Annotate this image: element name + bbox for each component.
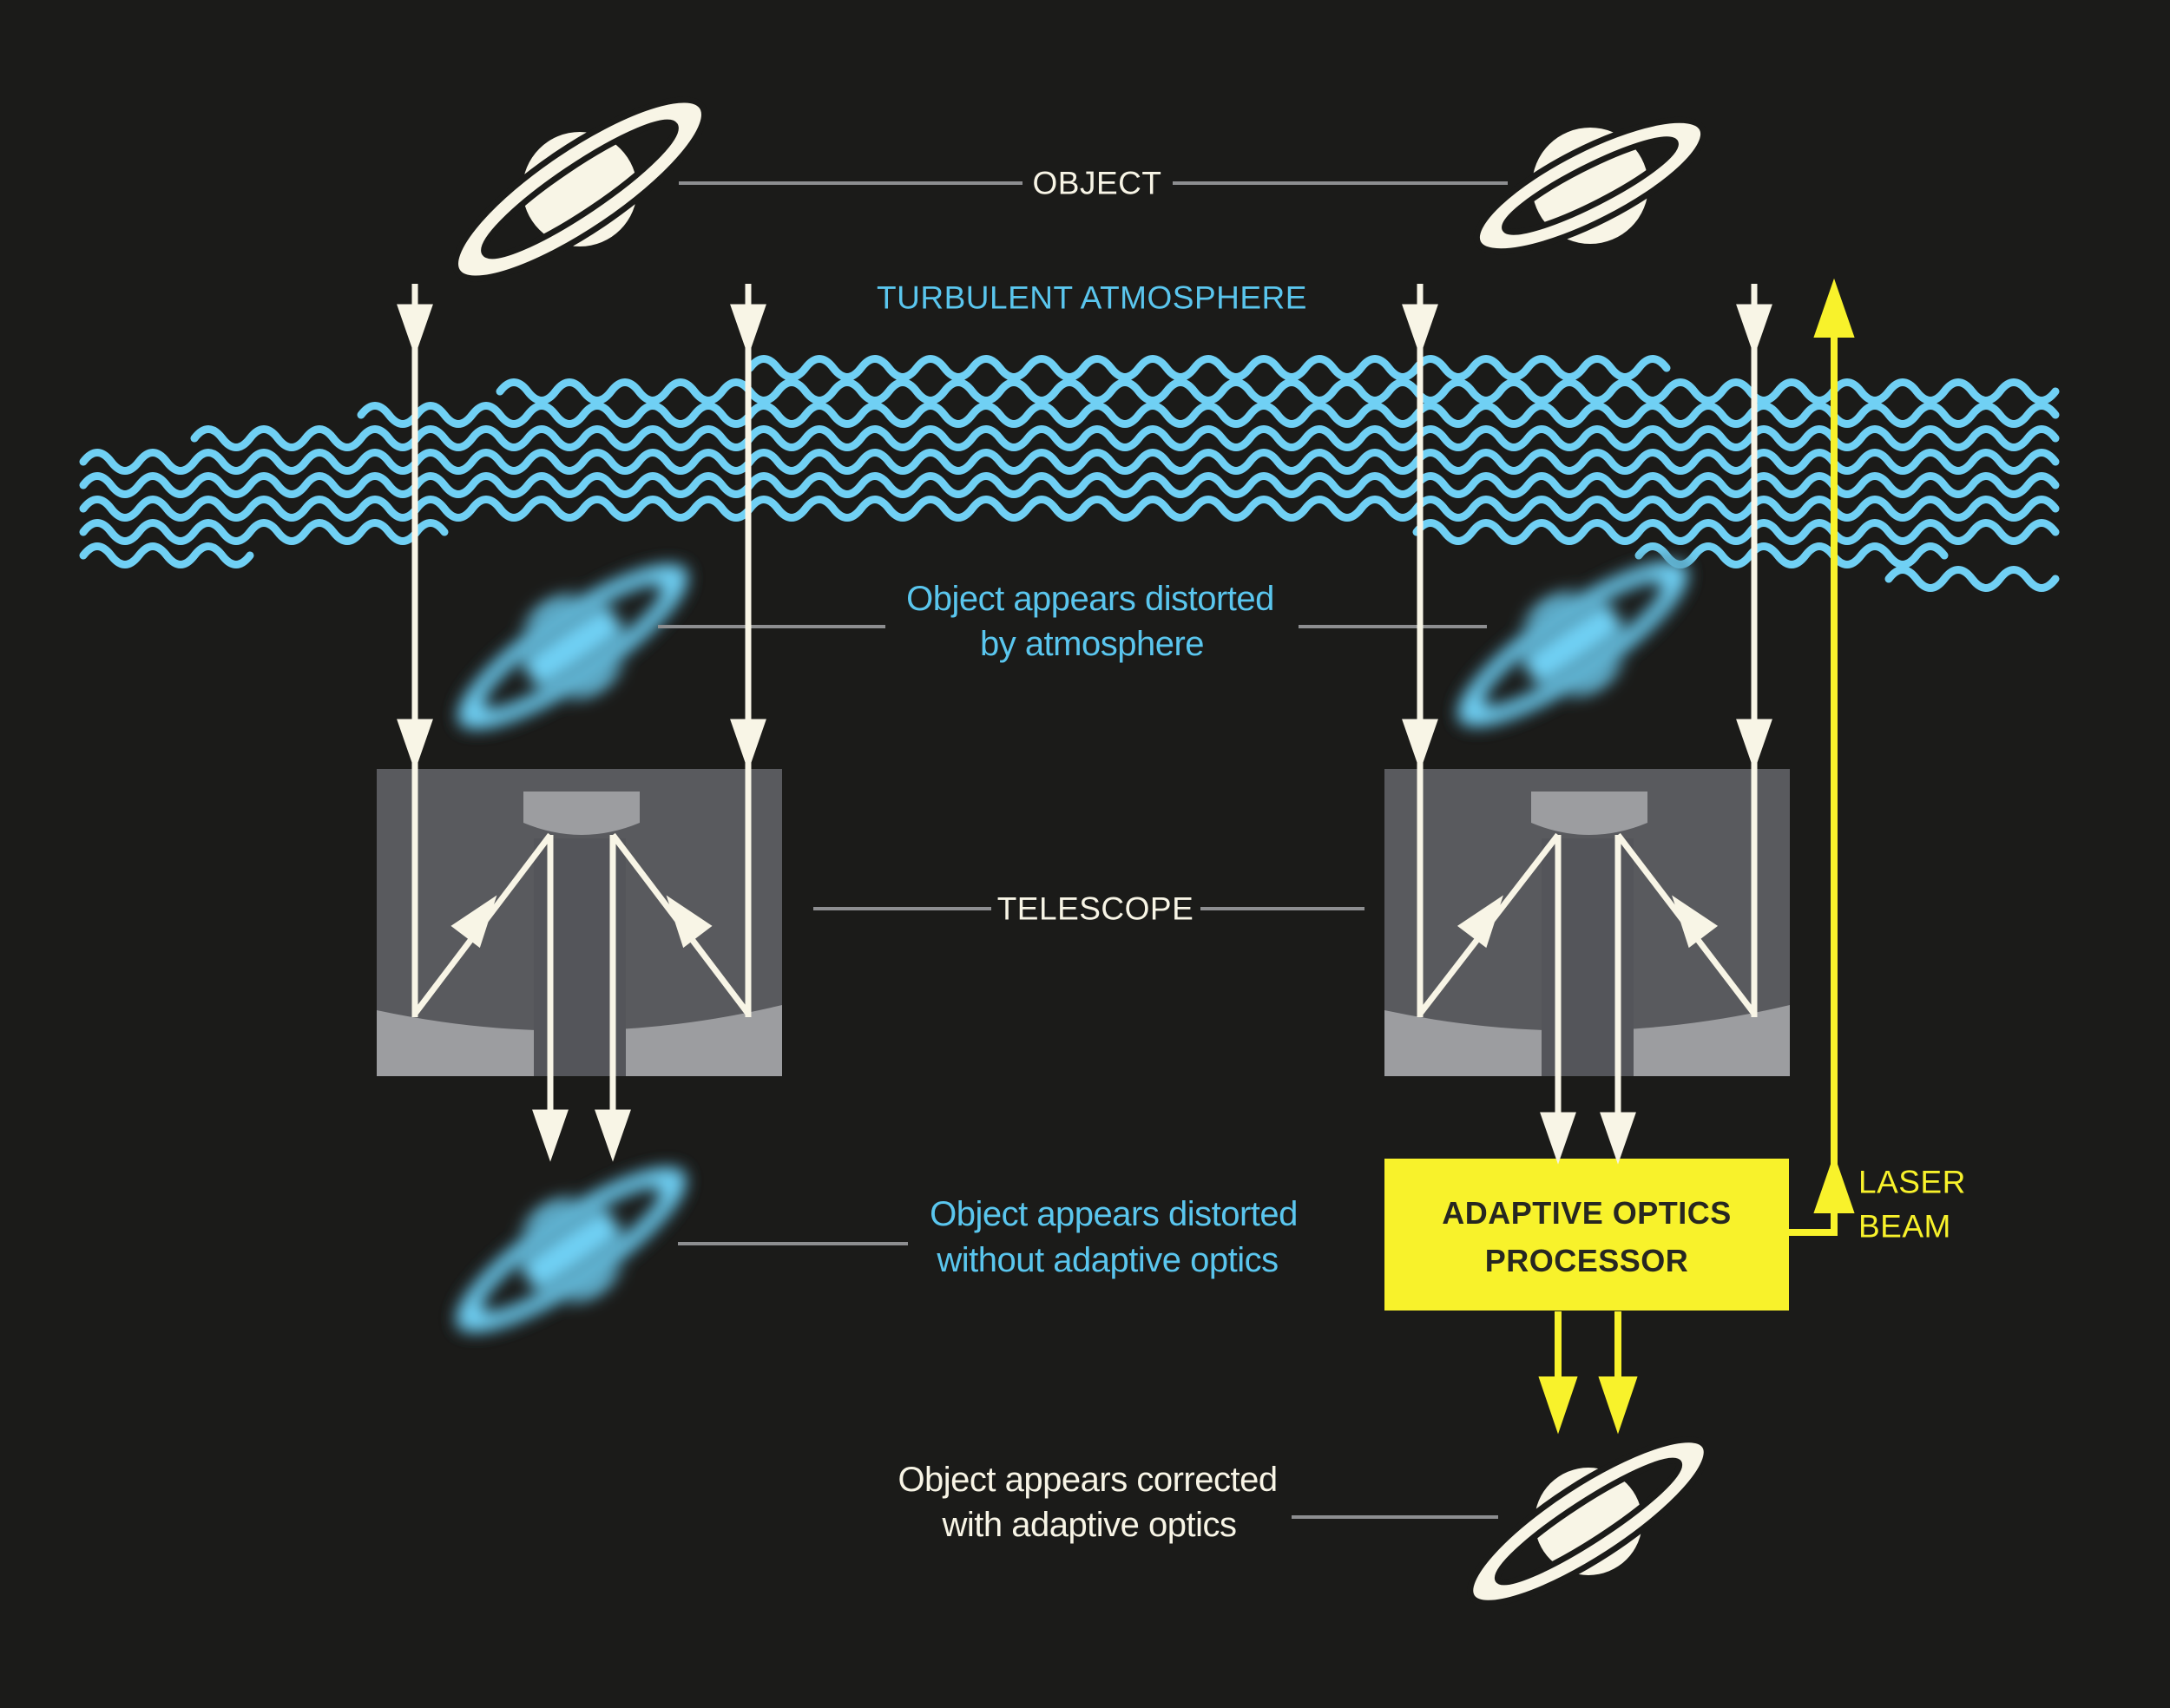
laser-beam-label-line2: BEAM <box>1858 1208 1951 1245</box>
distorted-without-ao-line2: without adaptive optics <box>937 1241 1279 1279</box>
distorted-by-atmosphere-line2: by atmosphere <box>979 625 1205 663</box>
distorted-without-ao-line1: Object appears distorted <box>930 1195 1298 1233</box>
distorted-by-atmosphere-line1: Object appears distorted <box>906 580 1274 618</box>
saturn-icon-top-right <box>1473 116 1707 255</box>
blurred-saturn-icon-left-bottom <box>452 1163 690 1337</box>
telescope-right <box>1384 769 1790 1076</box>
arrowhead <box>1402 719 1438 772</box>
arrowhead <box>1598 1376 1638 1435</box>
arrowhead <box>1538 1376 1578 1435</box>
wave-line <box>79 449 2060 475</box>
secondary-mirror <box>1531 792 1647 835</box>
wave-line <box>1884 566 2060 592</box>
wave-line <box>79 472 2060 498</box>
arrowhead <box>1540 1112 1576 1165</box>
wave-line <box>190 425 2060 451</box>
arrowhead <box>1736 719 1772 772</box>
blurred-saturn-icon-left-mid <box>454 560 692 733</box>
wave-line <box>357 402 2060 428</box>
wave-line <box>79 496 2060 522</box>
turbulent-atmosphere-waves <box>79 355 2060 592</box>
arrowhead <box>532 1109 569 1162</box>
arrowhead <box>1457 895 1503 949</box>
arrowhead <box>1813 1153 1855 1213</box>
arrowhead <box>397 304 433 357</box>
callout-lines <box>658 181 1508 1519</box>
wave-line <box>1634 542 1949 568</box>
arrowhead <box>1600 1112 1636 1165</box>
object-label: OBJECT <box>1032 165 1162 201</box>
arrowhead <box>450 895 497 949</box>
arrowhead <box>730 304 766 357</box>
arrowhead <box>1736 304 1772 357</box>
telescope-left <box>377 769 782 1076</box>
blurred-saturn-icon-right-mid <box>1454 557 1692 731</box>
wave-line <box>79 519 449 545</box>
telescope-label: TELESCOPE <box>996 890 1194 927</box>
arrowhead <box>595 1109 631 1162</box>
ao-processor-label-line2: PROCESSOR <box>1484 1243 1689 1278</box>
wave-line <box>1412 519 2060 545</box>
arrowhead <box>730 719 766 772</box>
secondary-mirror <box>523 792 640 835</box>
wave-line <box>496 378 2060 404</box>
saturn-icon-bottom-corrected <box>1467 1436 1710 1606</box>
arrowhead <box>1813 278 1855 338</box>
arrowhead <box>666 895 713 949</box>
arrowhead <box>1672 895 1719 949</box>
laser-beam-path <box>1789 289 1838 1236</box>
turbulent-atmosphere-label: TURBULENT ATMOSPHERE <box>877 279 1307 316</box>
ao-processor-label-line1: ADAPTIVE OPTICS <box>1442 1195 1732 1231</box>
ao-processor-box <box>1384 1159 1789 1311</box>
laser-beam-label-line1: LASER <box>1858 1164 1966 1200</box>
arrowhead <box>397 719 433 772</box>
corrected-with-ao-line1: Object appears corrected <box>898 1461 1278 1499</box>
laser-beam-arrows <box>1538 278 1855 1435</box>
wave-line <box>79 542 254 568</box>
light-ray-arrows <box>397 284 1772 1165</box>
arrowhead <box>1402 304 1438 357</box>
saturn-icon-top-left <box>452 96 707 282</box>
wave-line <box>746 355 1671 381</box>
corrected-with-ao-line2: with adaptive optics <box>942 1506 1237 1544</box>
